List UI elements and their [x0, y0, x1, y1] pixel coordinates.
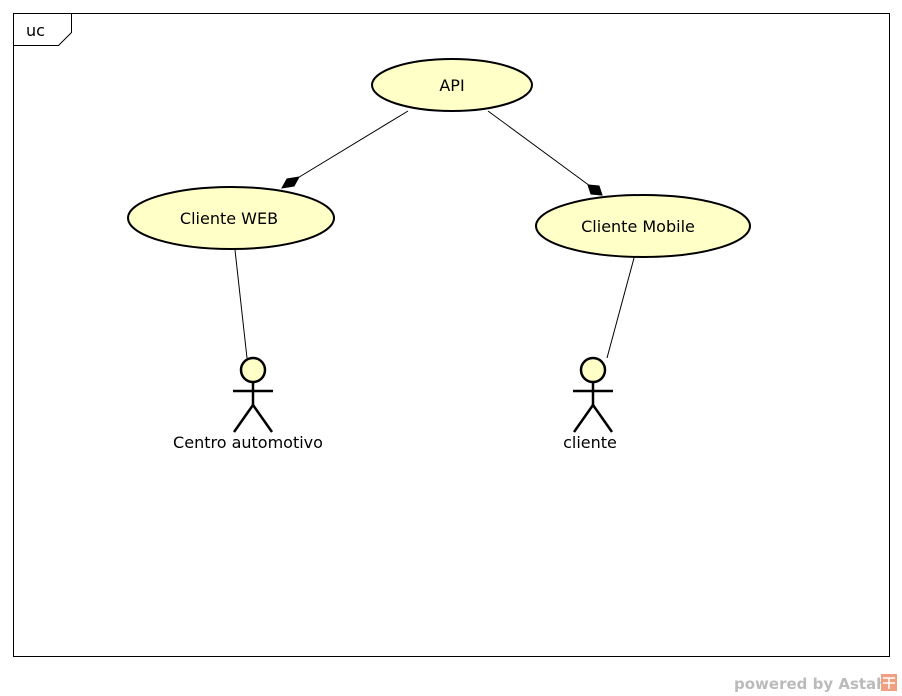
frame-label: uc: [26, 21, 45, 40]
association-web-centro: [234, 249, 248, 359]
actor-cliente-head: [579, 356, 607, 384]
use-case-api[interactable]: API: [371, 58, 533, 112]
use-case-cliente-mobile-ellipse: [535, 194, 751, 258]
actor-centro-head: [239, 356, 267, 384]
use-case-cliente-mobile-label: Cliente Mobile: [581, 217, 695, 236]
use-case-cliente-mobile[interactable]: Cliente Mobile: [535, 194, 751, 258]
use-case-cliente-web[interactable]: Cliente WEB: [127, 186, 335, 250]
actor-centro-right-leg: [251, 404, 274, 433]
actor-cliente-left-leg: [572, 404, 595, 433]
composition-diamond-mobile: [587, 184, 603, 196]
frame-label-tab: [13, 13, 72, 46]
composition-line-api-web: [295, 110, 409, 180]
use-case-api-ellipse: [371, 58, 533, 112]
association-mobile-cliente: [606, 257, 635, 359]
actor-centro-automotivo[interactable]: Centro automotivo: [173, 356, 323, 452]
actor-cliente-right-leg: [591, 404, 614, 433]
composition-diamond-web: [281, 176, 300, 189]
composition-line-api-mobile: [487, 110, 591, 187]
actor-centro-left-leg: [232, 404, 255, 433]
astah-logo-icon: [881, 674, 897, 691]
use-case-api-label: API: [439, 76, 464, 95]
use-case-cliente-web-ellipse: [127, 186, 335, 250]
watermark-text: powered by Astah: [734, 675, 887, 693]
use-case-cliente-web-label: Cliente WEB: [180, 209, 278, 228]
actor-centro-label: Centro automotivo: [173, 433, 323, 452]
actor-cliente[interactable]: cliente: [563, 356, 617, 452]
diagram-frame: [13, 13, 890, 657]
actor-cliente-label: cliente: [563, 433, 617, 452]
